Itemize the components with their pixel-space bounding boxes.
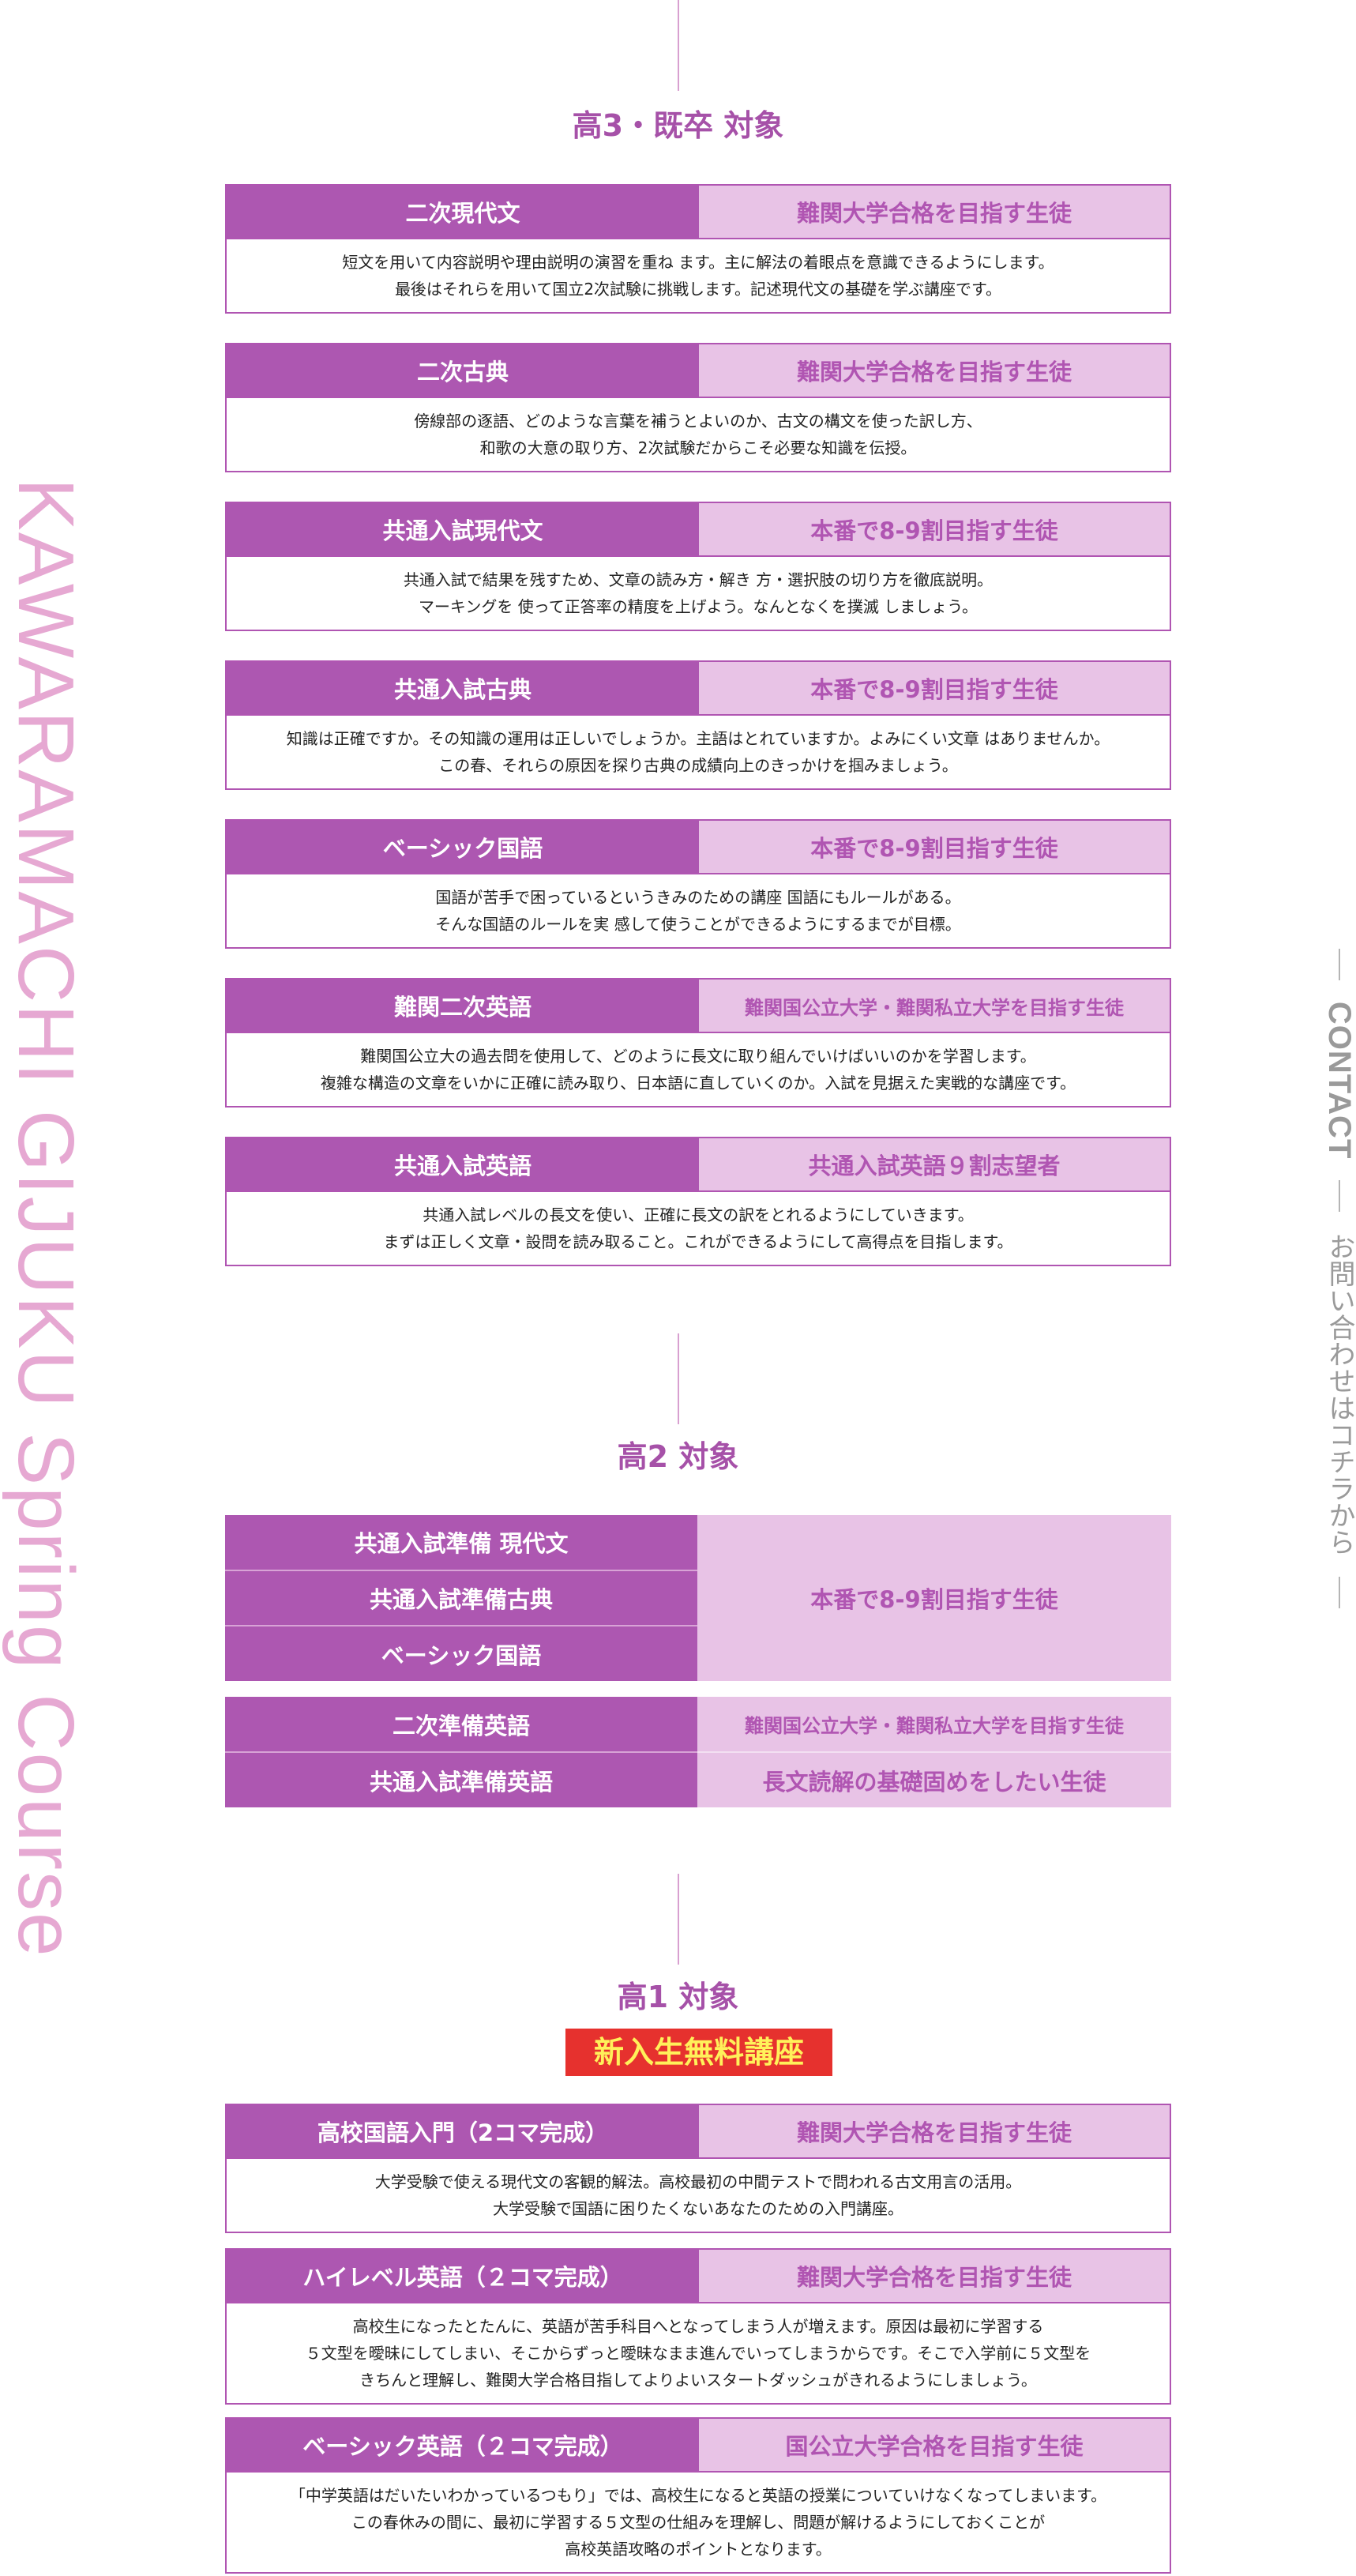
contact-divider <box>1339 1576 1340 1608</box>
section1-heading: 高1 対象 <box>617 1980 739 2014</box>
contact-text: お問い合わせはコチラから <box>1324 1233 1355 1555</box>
side-title: KAWARAMACHI GIJUKU Spring Course <box>2 478 90 1958</box>
course-target: 難関国公立大学・難関私立大学を目指す生徒 <box>697 1697 1171 1751</box>
course-target: 本番で8-9割目指す生徒 <box>697 1515 1171 1681</box>
k2-group-1: 共通入試準備 現代文 共通入試準備古典 ベーシック国語 本番で8-9割目指す生徒 <box>225 1515 1171 1682</box>
course-name: 共通入試古典 <box>227 662 699 714</box>
course-card: ベーシック国語 本番で8-9割目指す生徒 国語が苦手で困っているというきみのため… <box>225 819 1171 949</box>
course-target: 国公立大学合格を目指す生徒 <box>699 2419 1170 2471</box>
course-name: 共通入試準備 現代文 <box>225 1515 697 1570</box>
course-card: 高校国語入門（2コマ完成） 難関大学合格を目指す生徒 大学受験で使える現代文の客… <box>225 2104 1171 2233</box>
free-course-badge: 新入生無料講座 <box>565 2029 832 2076</box>
section1-divider-line <box>678 1874 679 1965</box>
course-description: 傍線部の逐語、どのような言葉を補うとよいのか、古文の構文を使った訳し方、 和歌の… <box>227 397 1170 471</box>
course-target: 難関国公立大学・難関私立大学を目指す生徒 <box>699 980 1170 1032</box>
course-description: 「中学英語はだいたいわかっているつもり」では、高校生になると英語の授業についてい… <box>227 2471 1170 2572</box>
course-card: 二次古典 難関大学合格を目指す生徒 傍線部の逐語、どのような言葉を補うとよいのか… <box>225 343 1171 472</box>
course-description: 国語が苦手で困っているというきみのための講座 国語にもルールがある。 そんな国語… <box>227 873 1170 947</box>
course-name: 難関二次英語 <box>227 980 699 1032</box>
course-name: 共通入試準備英語 <box>225 1751 697 1807</box>
course-card: ベーシック英語（２コマ完成） 国公立大学合格を目指す生徒 「中学英語はだいたいわ… <box>225 2417 1171 2574</box>
top-divider-line <box>678 0 679 91</box>
course-target: 難関大学合格を目指す生徒 <box>699 2250 1170 2302</box>
course-name: ベーシック国語 <box>227 821 699 873</box>
course-card: 共通入試現代文 本番で8-9割目指す生徒 共通入試で結果を残すため、文章の読み方… <box>225 502 1171 631</box>
course-name: 共通入試準備古典 <box>225 1569 697 1626</box>
course-name: 二次準備英語 <box>225 1697 697 1751</box>
course-target: 本番で8-9割目指す生徒 <box>699 662 1170 714</box>
course-description: 知識は正確ですか。その知識の運用は正しいでしょうか。主語はとれていますか。よみに… <box>227 714 1170 788</box>
course-description: 共通入試レベルの長文を使い、正確に長文の訳をとれるようにしていきます。 まずは正… <box>227 1190 1170 1265</box>
course-target: 難関大学合格を目指す生徒 <box>699 2105 1170 2157</box>
contact-divider <box>1339 1180 1340 1213</box>
section3-heading: 高3・既卒 対象 <box>572 108 784 143</box>
course-name: 二次現代文 <box>227 186 699 238</box>
course-target: 難関大学合格を目指す生徒 <box>699 344 1170 397</box>
course-description: 短文を用いて内容説明や理由説明の演習を重ね ます。主に解法の着眼点を意識できるよ… <box>227 238 1170 312</box>
course-name: 二次古典 <box>227 344 699 397</box>
course-card: ハイレベル英語（２コマ完成） 難関大学合格を目指す生徒 高校生になったとたんに、… <box>225 2248 1171 2405</box>
course-card: 共通入試古典 本番で8-9割目指す生徒 知識は正確ですか。その知識の運用は正しい… <box>225 660 1171 790</box>
course-description: 共通入試で結果を残すため、文章の読み方・解き 方・選択肢の切り方を徹底説明。 マ… <box>227 555 1170 630</box>
course-name: 共通入試英語 <box>227 1138 699 1190</box>
course-card: 二次現代文 難関大学合格を目指す生徒 短文を用いて内容説明や理由説明の演習を重ね… <box>225 184 1171 314</box>
course-description: 高校生になったとたんに、英語が苦手科目へとなってしまう人が増えます。原因は最初に… <box>227 2302 1170 2403</box>
course-target: 共通入試英語９割志望者 <box>699 1138 1170 1190</box>
section2-divider-line <box>678 1333 679 1424</box>
course-target: 本番で8-9割目指す生徒 <box>699 503 1170 555</box>
course-target: 長文読解の基礎固めをしたい生徒 <box>697 1751 1171 1807</box>
course-target: 本番で8-9割目指す生徒 <box>699 821 1170 873</box>
course-name: 高校国語入門（2コマ完成） <box>227 2105 699 2157</box>
course-name: ベーシック国語 <box>225 1625 697 1682</box>
contact-divider <box>1339 949 1340 980</box>
course-card: 共通入試英語 共通入試英語９割志望者 共通入試レベルの長文を使い、正確に長文の訳… <box>225 1137 1171 1266</box>
course-card: 難関二次英語 難関国公立大学・難関私立大学を目指す生徒 難関国公立大の過去問を使… <box>225 978 1171 1107</box>
section2-heading: 高2 対象 <box>617 1439 739 1474</box>
contact-label: CONTACT <box>1322 1001 1356 1160</box>
course-description: 大学受験で使える現代文の客観的解法。高校最初の中間テストで問われる古文用言の活用… <box>227 2157 1170 2232</box>
course-name: 共通入試現代文 <box>227 503 699 555</box>
course-name: ハイレベル英語（２コマ完成） <box>227 2250 699 2302</box>
contact-link[interactable]: CONTACT お問い合わせはコチラから <box>1320 936 1356 1621</box>
course-name: ベーシック英語（２コマ完成） <box>227 2419 699 2471</box>
course-target: 難関大学合格を目指す生徒 <box>699 186 1170 238</box>
course-description: 難関国公立大の過去問を使用して、どのように長文に取り組んでいけばいいのかを学習し… <box>227 1032 1170 1106</box>
k2-group-2: 二次準備英語 共通入試準備英語 難関国公立大学・難関私立大学を目指す生徒 長文読… <box>225 1697 1171 1807</box>
